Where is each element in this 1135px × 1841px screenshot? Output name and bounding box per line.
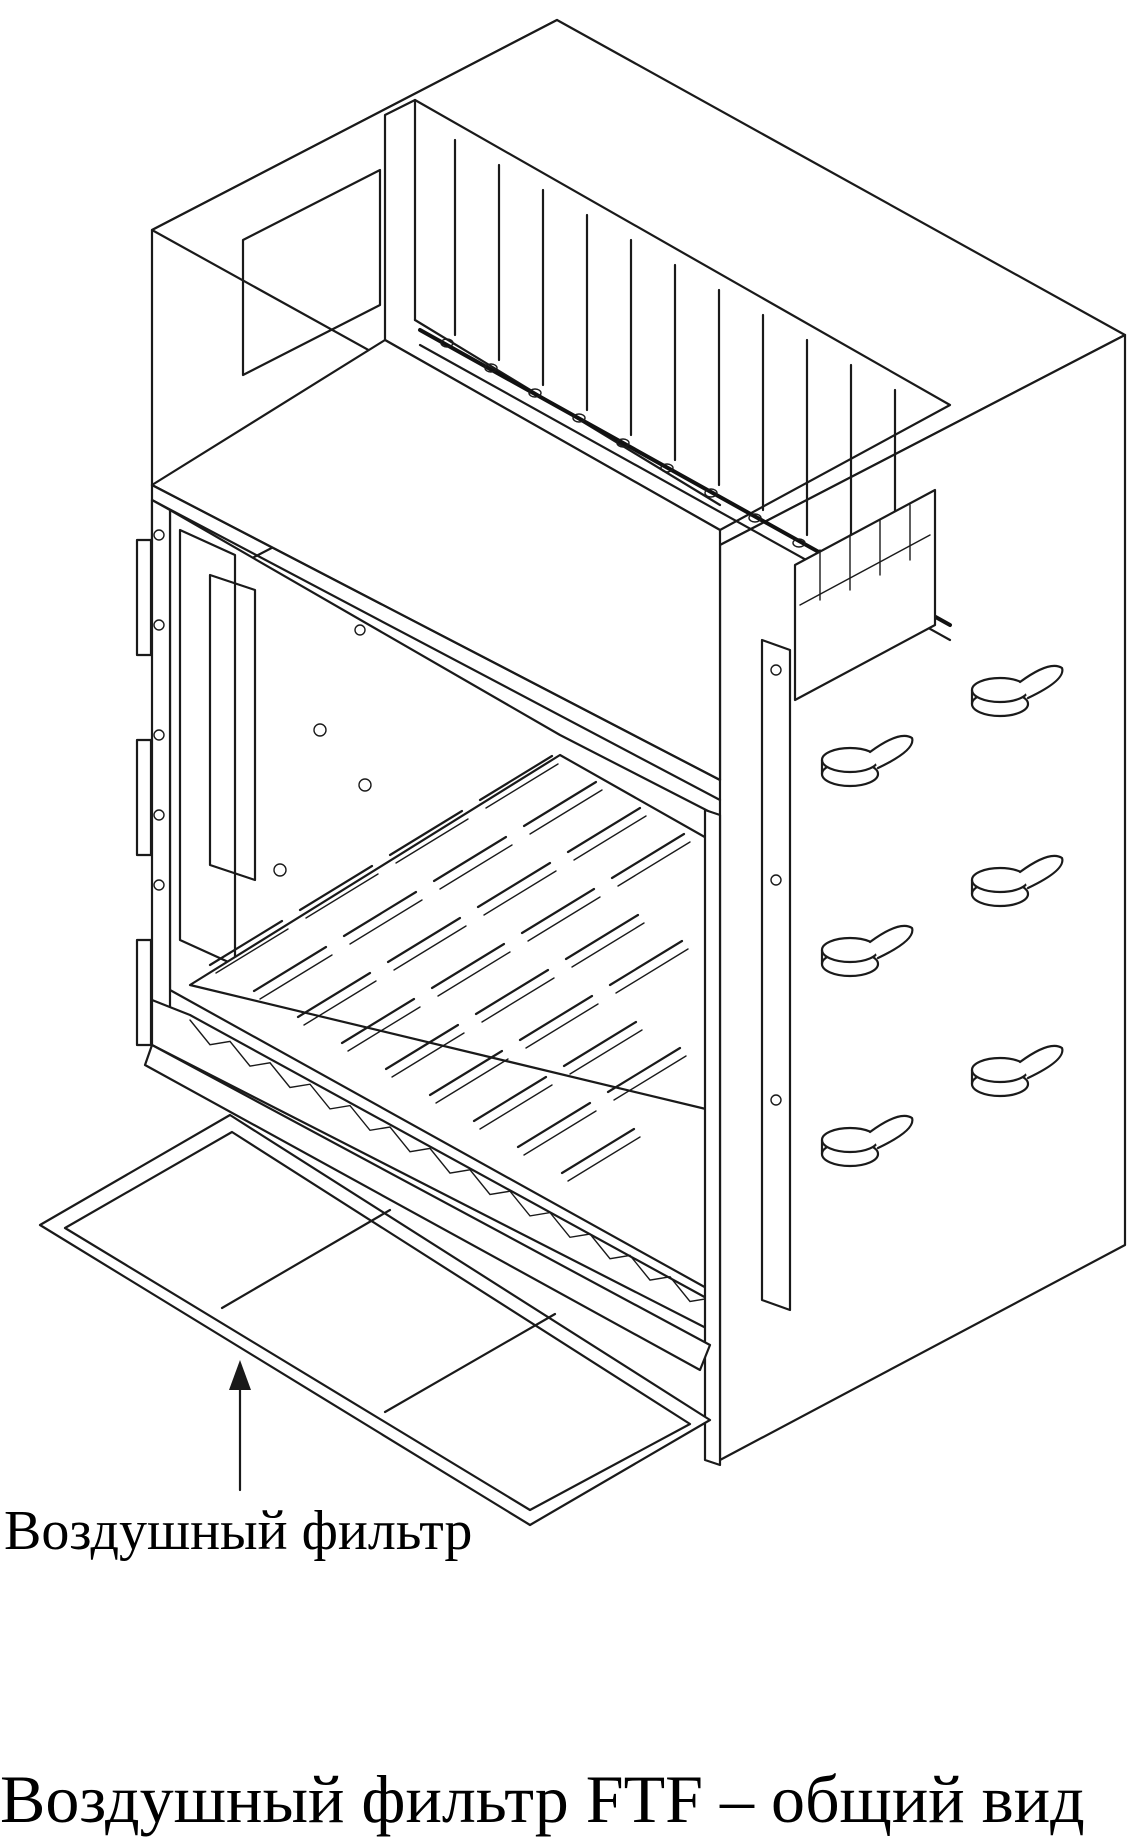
floor-rib [472,1075,548,1123]
cable-clips [820,664,1064,1168]
floor-rib [384,1023,460,1071]
side-mounting-rail [760,638,792,1312]
floor-rib [564,913,640,961]
floor-rib-edge [303,980,377,1026]
floor-rib-edge [571,922,645,968]
floor-rib-edge [529,789,603,835]
floor-rib [428,1049,504,1097]
floor-rib-edge [395,818,469,864]
floor-rib-edge [259,954,333,1000]
floor-rib-edge [567,1136,641,1182]
cable-clip [820,924,914,978]
floor-rib-edge [527,896,601,942]
door-hinge [135,729,165,857]
cable-clip [970,854,1064,908]
door-hinge [135,879,165,1047]
floor-rib [560,1127,636,1175]
floor-rib [522,780,598,828]
floor-rib [342,890,418,938]
slot-latch [484,363,498,373]
slot-latch [616,438,630,448]
slot-latch [528,388,542,398]
floor-rib-edge [615,948,689,994]
floor-rib [386,916,462,964]
floor-rib [606,1046,682,1094]
cable-clip [820,1114,914,1168]
floor-rib-edge [435,1058,509,1104]
slot-latch [748,513,762,523]
floor-rib [608,939,684,987]
callout-arrow [229,1360,251,1492]
floor-rib [476,861,552,909]
floor-rib [518,994,594,1042]
floor-rib [566,806,642,854]
cable-clip [820,734,914,788]
floor-rib [516,1101,592,1149]
floor-rib-edge [569,1029,643,1075]
floor-rib [432,835,508,883]
slot-latch [792,538,806,548]
floor-rib-edge [393,925,467,971]
floor-rib [208,919,284,967]
floor-rib-edge [215,928,289,974]
floor-rib [478,754,554,802]
floor-rib-edge [347,1006,421,1052]
floor-rib-edge [439,844,513,890]
floor-rib [340,997,416,1045]
floor-rib [296,971,372,1019]
slot-latch [440,338,454,348]
floor-rib-edge [481,977,555,1023]
floor-rib-edge [479,1084,553,1130]
air-filter-callout-label: Воздушный фильтр [4,1500,473,1562]
slot-latch [704,488,718,498]
middle-shelf [150,338,722,802]
floor-vent-ribs [208,754,691,1182]
floor-rib [298,864,374,912]
floor-rib [562,1020,638,1068]
floor-rib-edge [305,873,379,919]
figure-caption: Воздушный фильтр FTF – общий вид [0,1761,1085,1837]
floor-rib-edge [483,870,557,916]
slot-latch [660,463,674,473]
floor-rib [474,968,550,1016]
floor-rib-edge [437,951,511,997]
floor-rib [610,832,686,880]
floor-rib [252,945,328,993]
cable-clip [970,664,1064,718]
floor-rib-edge [525,1003,599,1049]
slot-latch [572,413,586,423]
door-hinge [135,529,165,657]
air-filter-tray [38,1043,712,1527]
lower-compartment [135,498,722,1467]
side-window [793,488,937,702]
floor-rib-edge [391,1032,465,1078]
floor-rib-edge [523,1110,597,1156]
floor-rib-edge [617,841,691,887]
floor-rib [520,887,596,935]
floor-rib-edge [573,815,647,861]
floor-rib-edge [613,1055,687,1101]
floor-rib-edge [349,899,423,945]
floor-rib-edge [485,763,559,809]
cable-clip [970,1044,1064,1098]
floor-rib [430,942,506,990]
floor-rib [388,809,464,857]
